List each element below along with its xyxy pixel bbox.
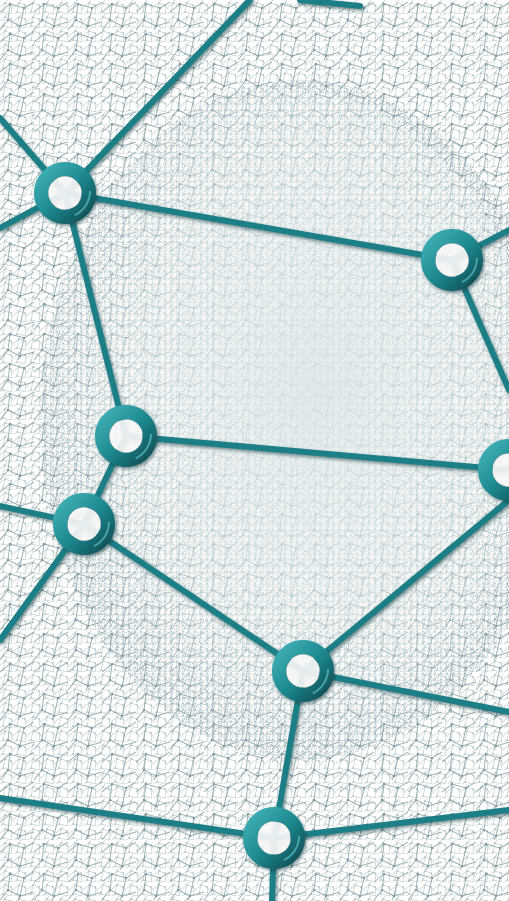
network-node-ring bbox=[55, 495, 109, 549]
network-node-ring bbox=[36, 164, 90, 218]
network-node-ring bbox=[97, 407, 151, 461]
network-node-ring bbox=[245, 809, 299, 863]
network-node-ring bbox=[274, 642, 328, 696]
network-node-ring bbox=[423, 231, 477, 285]
